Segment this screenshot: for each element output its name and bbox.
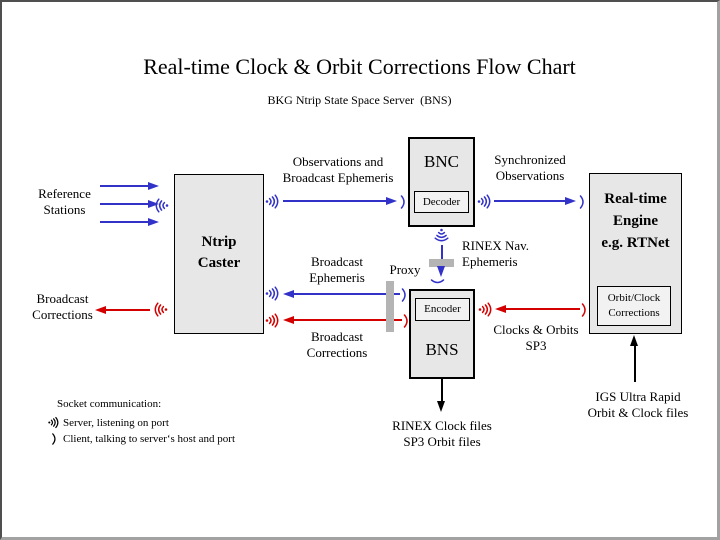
sync-obs-line <box>494 200 565 202</box>
bns-label: BNS <box>425 340 459 359</box>
legend-server-text: Server, listening on port <box>63 417 169 429</box>
socket-server-icon <box>265 312 282 329</box>
socket-server-icon <box>433 228 450 245</box>
label-rinex-clock-files: RINEX Clock files SP3 Orbit files <box>392 418 492 449</box>
socket-client-icon <box>401 287 408 303</box>
socket-server-icon <box>478 301 495 318</box>
page-title: Real-time Clock & Orbit Corrections Flow… <box>143 54 576 79</box>
ref-station-line-2 <box>100 203 148 205</box>
label-proxy: Proxy <box>389 262 421 277</box>
label-broadcast-corrections-left: Broadcast Corrections <box>32 291 93 322</box>
ref-station-line-3 <box>100 221 148 223</box>
arrowhead-left-icon <box>283 290 294 298</box>
arrowhead-right-icon <box>148 200 159 208</box>
arrowhead-right-icon <box>386 197 397 205</box>
arrowhead-down-icon <box>437 266 445 277</box>
socket-server-icon <box>265 193 282 210</box>
arrowhead-down-icon <box>437 401 445 412</box>
arrowhead-left-icon <box>283 316 294 324</box>
decoder-box: Decoder <box>414 191 469 213</box>
socket-server-icon <box>477 193 494 210</box>
arrowhead-left-icon <box>95 306 106 314</box>
label-reference-stations: Reference Stations <box>38 186 91 217</box>
page-subtitle: BKG Ntrip State Space Server (BNS) <box>267 93 452 107</box>
bnc-bns-line <box>441 245 443 265</box>
legend-client-icon <box>52 432 58 446</box>
arrowhead-left-icon <box>495 305 506 313</box>
broadcast-corr-line <box>294 319 402 321</box>
ref-station-line-1 <box>100 185 148 187</box>
label-broadcast-corrections-mid: Broadcast Corrections <box>306 329 368 360</box>
label-clocks-orbits: Clocks & Orbits SP3 <box>493 322 579 353</box>
clocks-orbits-line <box>506 308 580 310</box>
legend-heading: Socket communication: <box>57 398 162 410</box>
bns-files-line <box>441 379 443 401</box>
proxy-bar-vertical <box>386 281 394 332</box>
socket-server-icon <box>151 301 168 318</box>
arrowhead-right-icon <box>148 218 159 226</box>
broadcast-eph-line <box>294 293 400 295</box>
label-synchronized: Synchronized Observations <box>494 152 566 183</box>
socket-client-icon <box>403 313 410 329</box>
socket-server-icon <box>265 285 282 302</box>
obs-ephemeris-line <box>283 200 386 202</box>
legend-server-icon <box>48 416 62 430</box>
ntrip-caster-label: Ntrip Caster <box>197 234 241 271</box>
proxy-bar-horizontal <box>429 259 454 267</box>
label-igs-ultra-rapid: IGS Ultra Rapid Orbit & Clock files <box>587 389 689 420</box>
node-ntrip-caster <box>174 174 264 334</box>
orbit-clock-corrections-box: Orbit/Clock Corrections <box>597 286 671 326</box>
label-rinex-nav: RINEX Nav. Ephemeris <box>462 238 530 269</box>
socket-server-icon <box>152 197 169 214</box>
encoder-box: Encoder <box>415 298 470 321</box>
bnc-label: BNC <box>424 152 459 171</box>
arrowhead-up-icon <box>630 335 638 346</box>
socket-client-icon <box>430 279 446 286</box>
legend-client-text: Client, talking to server‘s host and por… <box>63 433 235 445</box>
node-bnc <box>408 137 475 227</box>
igs-engine-line <box>634 346 636 382</box>
socket-client-icon <box>579 194 586 210</box>
label-observations: Observations and Broadcast Ephemeris <box>282 154 394 185</box>
socket-client-icon <box>581 302 588 318</box>
engine-label: Real-time Engine e.g. RTNet <box>601 191 670 251</box>
socket-client-icon <box>400 194 407 210</box>
arrowhead-right-icon <box>148 182 159 190</box>
label-broadcast-ephemeris: Broadcast Ephemeris <box>309 254 365 285</box>
arrowhead-right-icon <box>565 197 576 205</box>
broadcast-corr-out-line <box>106 309 150 311</box>
